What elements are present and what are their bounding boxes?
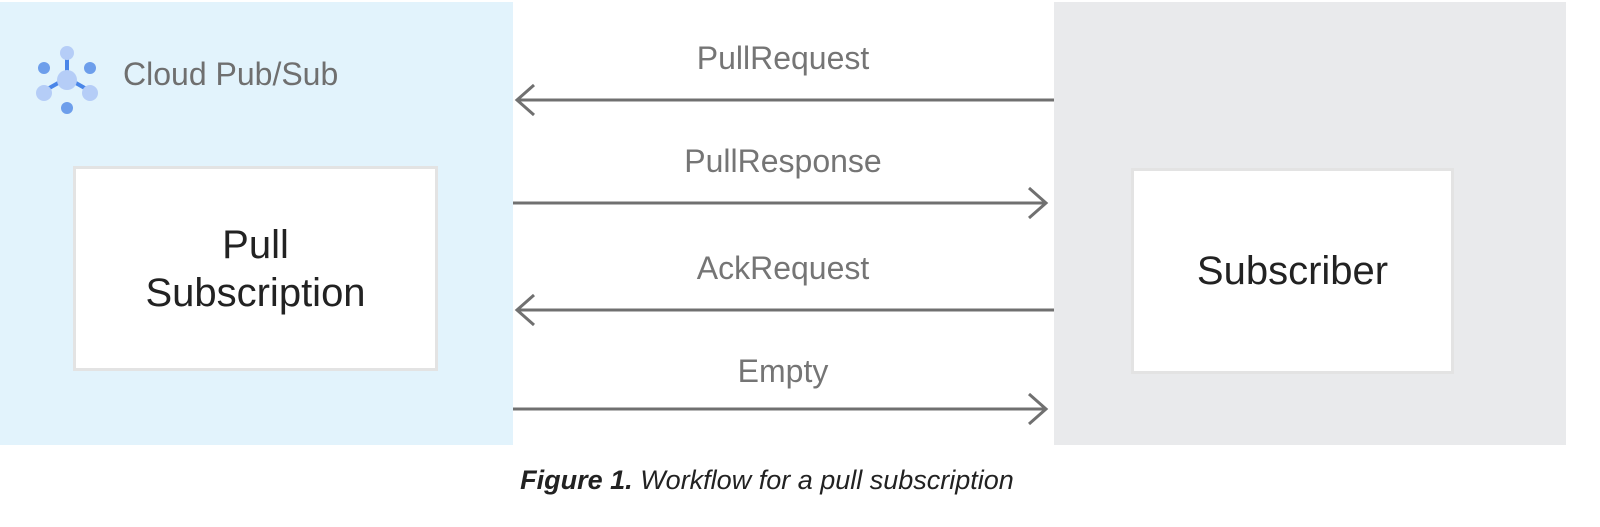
pull-subscription-label-line2: Subscription: [145, 270, 366, 315]
arrow-left-pullrequest: [514, 83, 1054, 117]
figure-number: Figure 1.: [520, 465, 633, 495]
message-label-pullresponse: PullResponse: [684, 143, 882, 179]
message-label-empty: Empty: [737, 353, 829, 389]
caption-text: Workflow for a pull subscription: [632, 465, 1014, 495]
brand-name: Cloud Pub/Sub: [123, 56, 339, 92]
arrow-left-ackrequest: [514, 293, 1054, 327]
subscriber-box: Subscriber: [1131, 168, 1454, 374]
message-label-pullrequest: PullRequest: [696, 40, 870, 76]
message-label-ackrequest: AckRequest: [696, 250, 870, 286]
subscriber-label: Subscriber: [1196, 249, 1389, 293]
pull-subscription-label-line1: Pull: [222, 222, 289, 267]
figure-caption: Figure 1. Workflow for a pull subscripti…: [0, 465, 1534, 496]
pubsub-icon: [36, 46, 98, 114]
arrow-right-pullresponse: [513, 186, 1049, 220]
arrow-right-empty: [513, 392, 1049, 426]
arrows: [513, 83, 1054, 426]
